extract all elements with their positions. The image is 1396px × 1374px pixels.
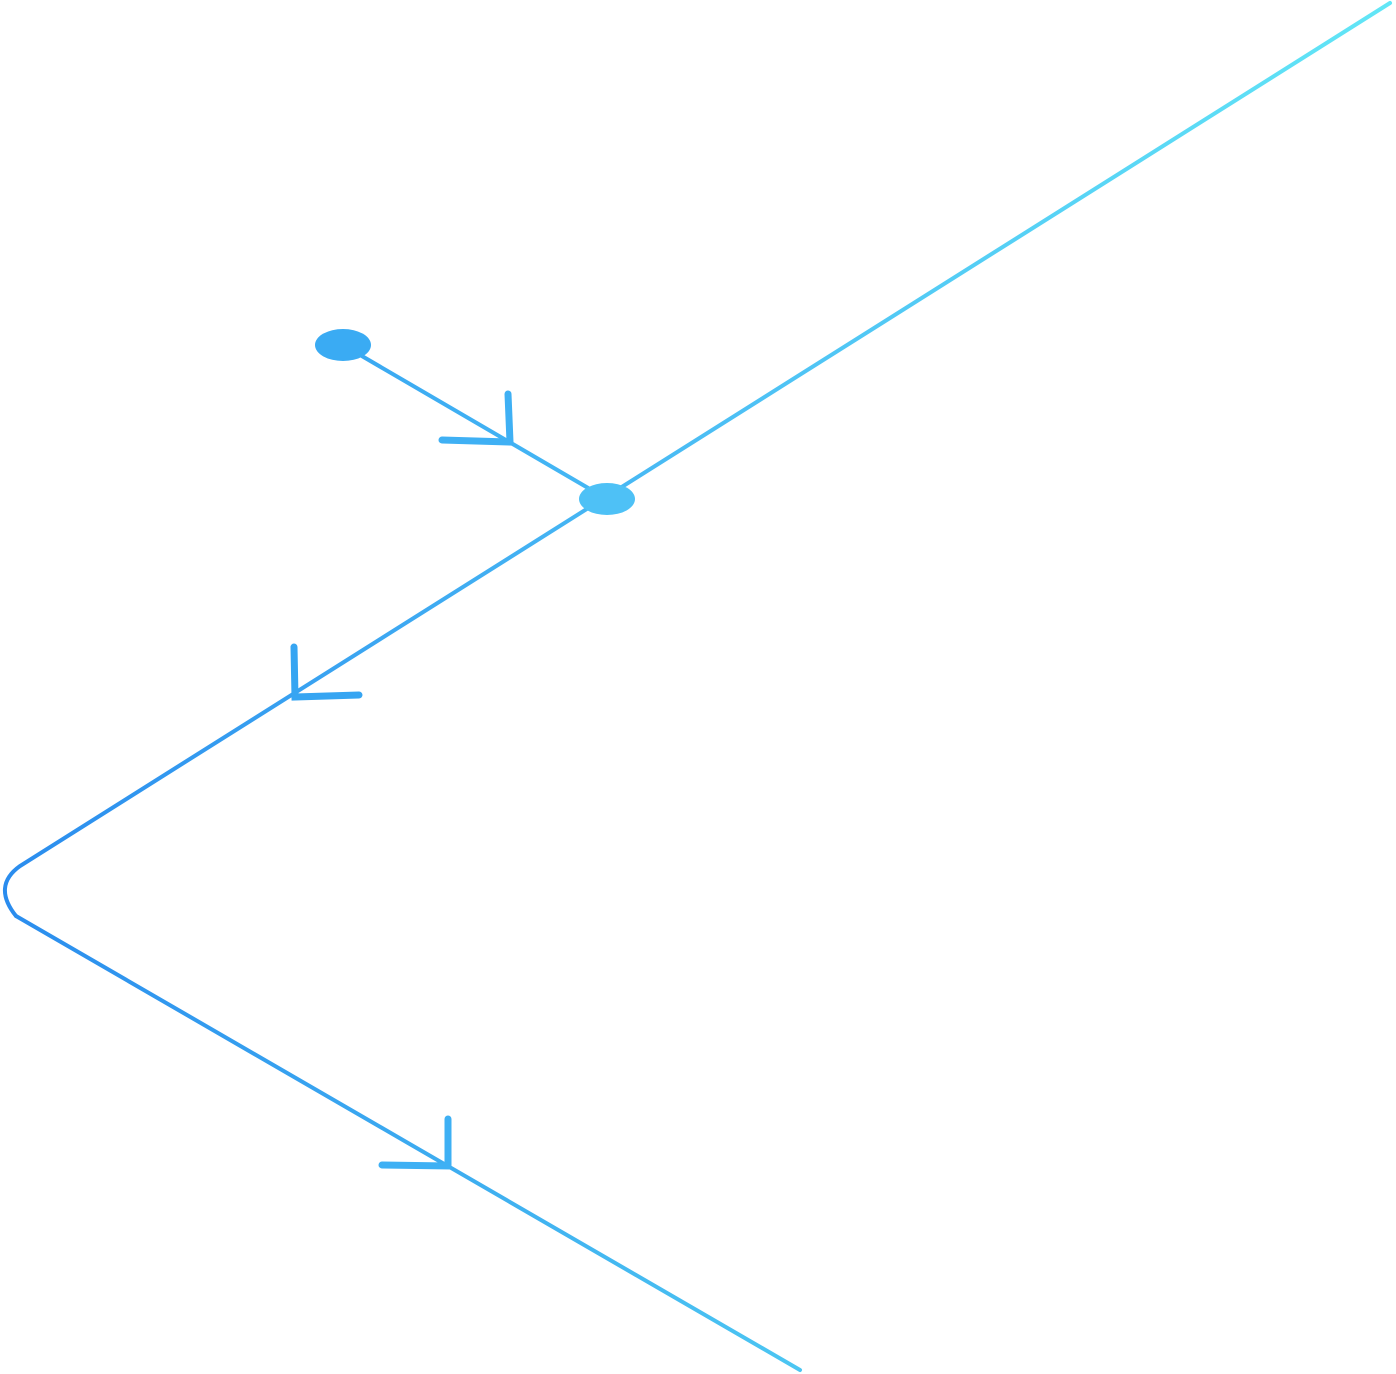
main-line-lower [14,914,802,1372]
start-node [315,329,371,361]
arrow-main-upper-icon [290,643,363,701]
main-line-upper [2,1,1392,918]
arrow-main-lower-icon [378,1115,452,1170]
branch-line [341,343,609,501]
arrow-branch-icon [438,390,514,446]
join-node [579,483,635,515]
